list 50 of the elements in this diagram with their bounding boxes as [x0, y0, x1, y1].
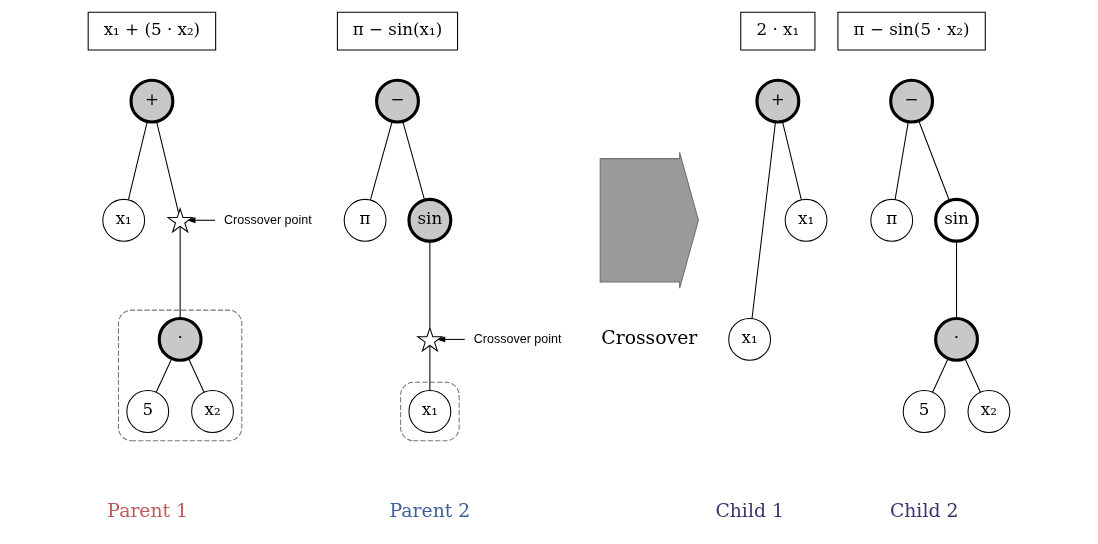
connector — [155, 358, 173, 393]
connector — [932, 358, 949, 393]
node-box: π − sin(x₁) — [336, 11, 459, 51]
node-circle: + — [129, 78, 175, 124]
node-circle: · — [157, 316, 203, 362]
label: Child 1 — [715, 500, 784, 522]
node-circle: x₂ — [191, 390, 234, 433]
node-arrow — [599, 151, 699, 289]
cluster — [400, 381, 460, 442]
node-text: Crossover point — [473, 331, 562, 346]
label: Child 2 — [889, 500, 959, 522]
node-text: Crossover point — [224, 212, 312, 227]
node-circle: sin — [407, 197, 453, 243]
node-circle: − — [375, 78, 420, 124]
node-circle: sin — [934, 197, 979, 243]
node-box: 2 · x₁ — [740, 11, 816, 51]
node-circle: x₁ — [408, 390, 452, 433]
node-circle: − — [889, 78, 935, 124]
connector — [429, 240, 431, 329]
node-circle: x₁ — [728, 318, 772, 361]
label: Parent 1 — [107, 500, 189, 522]
node-circle: π — [870, 198, 914, 242]
node-circle: 5 — [902, 390, 946, 433]
node-circle: + — [755, 78, 801, 124]
connector — [179, 225, 181, 319]
arrow — [187, 217, 216, 224]
connector — [894, 121, 909, 201]
connector — [188, 358, 205, 393]
cluster — [117, 309, 243, 442]
node-circle: 5 — [126, 390, 170, 433]
connector — [127, 121, 148, 201]
label: Parent 2 — [389, 500, 471, 522]
connector — [964, 358, 981, 393]
connector — [402, 121, 426, 201]
node-circle: x₁ — [784, 198, 828, 242]
node-circle: x₁ — [102, 198, 146, 242]
connector — [918, 120, 950, 201]
arrow — [436, 336, 466, 343]
node-circle: x₂ — [967, 390, 1011, 433]
node-circle: π — [343, 198, 387, 242]
connector — [956, 240, 958, 319]
node-box: x₁ + (5 · x₂) — [87, 11, 217, 51]
connector — [429, 344, 431, 391]
node-box: π − sin(5 · x₂) — [837, 11, 986, 51]
connector — [782, 121, 802, 201]
connector — [369, 121, 393, 201]
node-label: Crossover — [601, 327, 698, 348]
connector — [156, 121, 180, 214]
connector — [751, 121, 776, 320]
node-circle: · — [934, 316, 979, 362]
